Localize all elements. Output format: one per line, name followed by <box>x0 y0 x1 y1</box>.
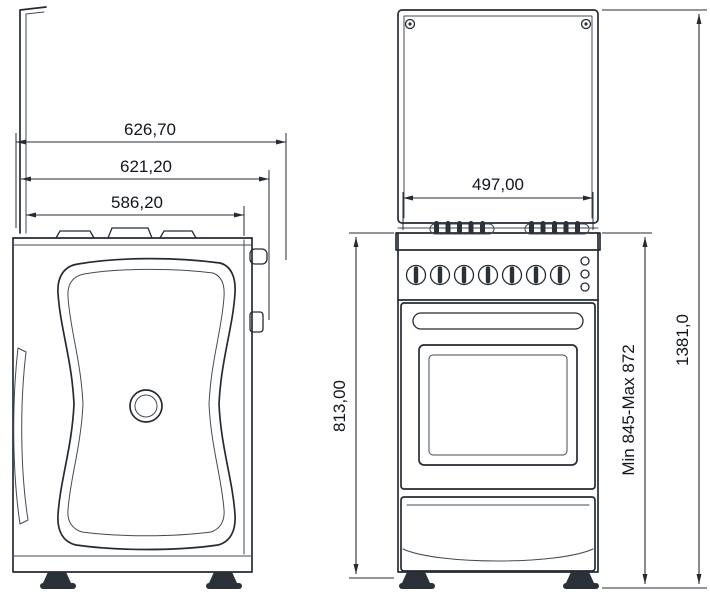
oven-window-inner <box>428 354 568 456</box>
lid-hinge-screw <box>580 18 592 30</box>
front-view-oven-door <box>400 302 596 490</box>
side-view-handle-profile <box>249 311 264 333</box>
burner-grate-left <box>429 221 495 235</box>
side-view-panel-contour <box>57 257 236 551</box>
control-knob <box>453 264 475 286</box>
front-view-dimensions: 497,00 813,00 Min 845-Max 872 1381,0 <box>330 9 707 589</box>
oven-window-outer <box>418 344 578 466</box>
dim-label-width: 497,00 <box>472 175 524 194</box>
oven-door-handle <box>412 312 584 330</box>
foot-pad <box>40 583 76 589</box>
side-view-panel-hole-inner <box>134 394 158 418</box>
side-view <box>12 6 268 589</box>
foot <box>566 572 594 583</box>
dim-label-depth-with-handle: 621,20 <box>120 157 172 176</box>
side-view-panel-hole-outer <box>129 389 163 423</box>
foot <box>43 572 71 583</box>
front-view <box>395 9 601 589</box>
foot <box>402 572 430 583</box>
foot <box>209 572 237 583</box>
dimension-total-height: 1381,0 <box>602 9 707 584</box>
foot-pad <box>563 583 599 589</box>
dimension-body-height: 813,00 <box>330 232 394 579</box>
dim-label-body-depth: 586,20 <box>111 193 163 212</box>
control-knob <box>477 264 499 286</box>
dimension-depth-with-handle: 621,20 <box>21 157 270 320</box>
control-knob <box>429 264 451 286</box>
dim-label-adjustable-height: Min 845-Max 872 <box>619 344 638 475</box>
front-view-cooktop <box>395 221 601 251</box>
dimension-body-depth: 586,20 <box>26 193 245 236</box>
front-view-control-panel <box>397 256 599 301</box>
foot-pad <box>399 583 435 589</box>
front-view-feet <box>399 572 599 589</box>
front-view-open-lid <box>397 9 599 229</box>
side-view-dimensions: 626,70 621,20 586,20 <box>15 120 287 320</box>
front-view-body <box>397 232 599 573</box>
side-view-edge-flap <box>13 347 29 525</box>
side-view-open-lid <box>19 6 47 234</box>
control-knob <box>405 264 427 286</box>
dim-label-body-height: 813,00 <box>330 380 349 432</box>
side-view-body <box>12 227 268 573</box>
side-view-burner-profiles <box>55 227 197 239</box>
dimension-adjustable-height: Min 845-Max 872 <box>602 232 707 589</box>
side-view-feet <box>40 572 242 589</box>
foot-pad <box>206 583 242 589</box>
dim-label-total-height: 1381,0 <box>673 314 692 366</box>
control-knob <box>549 264 571 286</box>
dimension-overall-depth: 626,70 <box>15 120 287 260</box>
control-knob <box>501 264 523 286</box>
burner-grate-right <box>524 221 590 235</box>
front-view-drawer <box>400 496 596 572</box>
side-view-knob-profile <box>249 248 268 265</box>
lid-hinge-screw <box>404 18 416 30</box>
control-knob <box>525 264 547 286</box>
panel-buttons <box>580 256 590 292</box>
dimension-width: 497,00 <box>402 175 594 230</box>
dim-label-overall-depth: 626,70 <box>124 120 176 139</box>
